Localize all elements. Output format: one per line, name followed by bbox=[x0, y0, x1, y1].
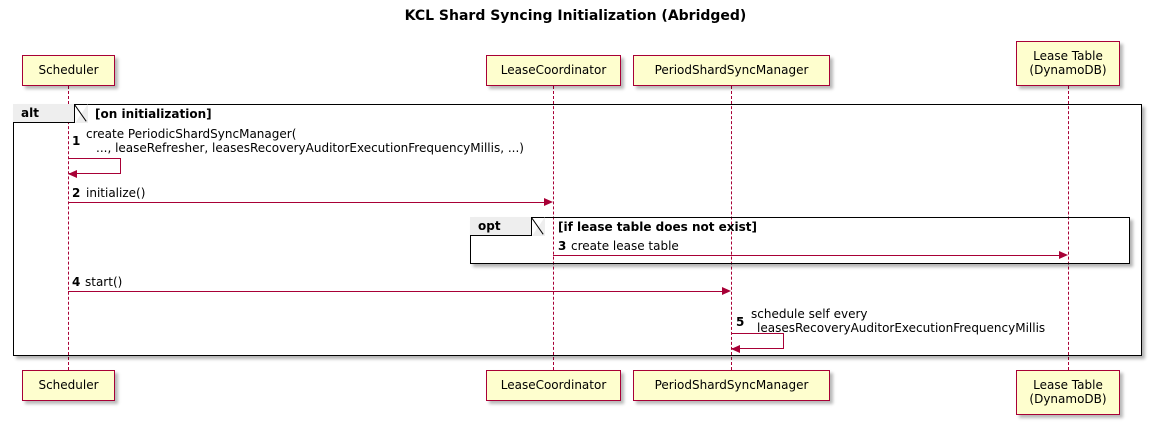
fragment-opt-operator-tab: opt bbox=[470, 217, 532, 236]
message-1-arrowhead bbox=[68, 169, 77, 178]
message-4-arrowhead bbox=[722, 286, 731, 295]
message-2-line bbox=[68, 202, 545, 203]
message-4-number: 4 bbox=[72, 275, 81, 289]
participant-lease-coordinator-top[interactable]: LeaseCoordinator bbox=[486, 55, 621, 86]
participant-label: PeriodShardSyncManager bbox=[654, 377, 809, 392]
participant-label-line1: Lease Table bbox=[1033, 377, 1103, 392]
message-2-arrowhead bbox=[544, 197, 553, 206]
lifeline-lease-coordinator bbox=[553, 86, 554, 370]
fragment-alt-tab-corner-stroke bbox=[75, 104, 89, 124]
message-3-arrowhead bbox=[1059, 250, 1068, 259]
fragment-opt-operator-label: opt bbox=[478, 219, 501, 233]
message-2-number: 2 bbox=[72, 186, 81, 200]
fragment-alt-operator-tab: alt bbox=[13, 104, 75, 123]
message-1-label-line1: create PeriodicShardSyncManager( bbox=[86, 127, 297, 141]
participant-scheduler-bottom[interactable]: Scheduler bbox=[22, 370, 115, 401]
participant-label-line2: (DynamoDB) bbox=[1029, 62, 1107, 77]
fragment-opt-tab-corner bbox=[532, 217, 545, 236]
message-1-self-loop bbox=[68, 158, 121, 174]
message-5-arrowhead bbox=[731, 344, 740, 353]
fragment-opt-guard: [if lease table does not exist] bbox=[558, 220, 758, 234]
participant-label: Scheduler bbox=[38, 62, 99, 77]
message-5-self-loop bbox=[731, 333, 784, 349]
participant-period-shard-sync-manager-bottom[interactable]: PeriodShardSyncManager bbox=[633, 370, 830, 401]
participant-period-shard-sync-manager-top[interactable]: PeriodShardSyncManager bbox=[633, 55, 830, 86]
message-4-line bbox=[68, 291, 723, 292]
message-5-label-line1: schedule self every bbox=[751, 307, 868, 321]
participant-lease-coordinator-bottom[interactable]: LeaseCoordinator bbox=[486, 370, 621, 401]
message-1-label-line2: ..., leaseRefresher, leasesRecoveryAudit… bbox=[96, 141, 524, 155]
message-1-number: 1 bbox=[72, 134, 81, 148]
participant-label: Scheduler bbox=[38, 377, 99, 392]
message-3-number: 3 bbox=[558, 239, 567, 253]
message-2-label: initialize() bbox=[86, 186, 146, 200]
message-4-label: start() bbox=[85, 275, 123, 289]
fragment-alt-operator-label: alt bbox=[21, 106, 39, 120]
fragment-alt-guard: [on initialization] bbox=[95, 107, 212, 121]
lifeline-scheduler bbox=[68, 86, 69, 370]
message-5-number: 5 bbox=[736, 315, 745, 329]
message-3-line bbox=[553, 255, 1059, 256]
page-title: KCL Shard Syncing Initialization (Abridg… bbox=[404, 8, 747, 24]
participant-lease-table-bottom[interactable]: Lease Table (DynamoDB) bbox=[1016, 370, 1120, 415]
message-5-label-line2: leasesRecoveryAuditorExecutionFrequencyM… bbox=[757, 321, 1046, 335]
fragment-opt bbox=[470, 217, 1130, 264]
participant-label: LeaseCoordinator bbox=[500, 377, 607, 392]
participant-label-line1: Lease Table bbox=[1033, 48, 1103, 63]
fragment-alt-tab-corner bbox=[75, 104, 88, 123]
participant-label: PeriodShardSyncManager bbox=[654, 62, 809, 77]
fragment-alt bbox=[13, 104, 1142, 356]
participant-scheduler-top[interactable]: Scheduler bbox=[22, 55, 115, 86]
participant-label: LeaseCoordinator bbox=[500, 62, 607, 77]
lifeline-period-shard-sync-manager bbox=[731, 86, 732, 370]
participant-lease-table-top[interactable]: Lease Table (DynamoDB) bbox=[1016, 41, 1120, 86]
message-3-label: create lease table bbox=[571, 239, 679, 253]
fragment-opt-tab-corner-stroke bbox=[532, 217, 546, 237]
lifeline-lease-table bbox=[1068, 86, 1069, 370]
participant-label-line2: (DynamoDB) bbox=[1029, 391, 1107, 406]
